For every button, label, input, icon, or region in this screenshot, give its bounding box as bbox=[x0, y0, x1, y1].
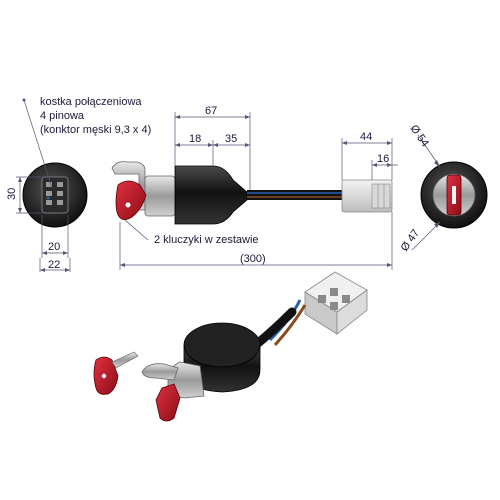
front-mark bbox=[46, 196, 50, 200]
dim-plug-part-label: 16 bbox=[377, 153, 389, 165]
dim-front-height: 30 bbox=[6, 176, 42, 214]
connector-desc-line1: kostka połączeniowa bbox=[40, 96, 142, 108]
iso-bracket bbox=[141, 363, 179, 381]
dim-rear-outer-label: Ø 54 bbox=[408, 123, 432, 149]
dim-plug-length: 44 bbox=[341, 131, 393, 180]
dim-front-width-inner: 20 bbox=[41, 215, 69, 258]
side-view bbox=[111, 161, 393, 225]
dim-rear-inner-label: Ø 47 bbox=[399, 227, 423, 253]
iso-wire-brown bbox=[273, 304, 307, 347]
perspective-view bbox=[93, 271, 368, 422]
front-connector-pins bbox=[46, 182, 63, 205]
connector-desc-line3: (konktor męski 9,3 x 4) bbox=[40, 124, 151, 136]
rear-view bbox=[420, 161, 488, 229]
connector-callout: kostka połączeniowa 4 pinowa (konktor mę… bbox=[22, 96, 151, 189]
dim-front-width-inner-label: 20 bbox=[48, 241, 60, 253]
iso-red-key-inserted bbox=[155, 383, 181, 422]
dim-body-part-a-label: 18 bbox=[189, 133, 201, 145]
front-view bbox=[22, 162, 88, 228]
side-black-body bbox=[174, 165, 248, 225]
iso-plug bbox=[304, 271, 368, 335]
dim-body-length-label: 67 bbox=[205, 105, 217, 117]
dim-body-part-b-label: 35 bbox=[225, 133, 237, 145]
iso-black-body-back bbox=[183, 322, 261, 368]
dim-front-width-outer: 22 bbox=[39, 258, 71, 272]
dim-plug-part: 16 bbox=[371, 153, 398, 180]
dim-front-width-outer-label: 22 bbox=[48, 259, 60, 271]
dim-front-height-label: 30 bbox=[6, 188, 18, 200]
connector-desc-line2: 4 pinowa bbox=[40, 110, 85, 122]
dim-body-length: 67 bbox=[174, 105, 251, 190]
dim-rear-outer: Ø 54 bbox=[408, 123, 441, 168]
keys-callout: 2 kluczyki w zestawie bbox=[124, 219, 259, 246]
side-metal-cylinder bbox=[144, 175, 176, 217]
dim-plug-length-label: 44 bbox=[360, 131, 372, 143]
dim-cable-total-label: (300) bbox=[240, 253, 266, 265]
front-connector-socket bbox=[41, 176, 69, 214]
iso-loose-key-blade bbox=[111, 351, 139, 369]
dim-rear-inner: Ø 47 bbox=[399, 221, 441, 254]
keys-note: 2 kluczyki w zestawie bbox=[154, 234, 259, 246]
dim-body-parts: 18 35 bbox=[175, 133, 250, 166]
side-cable bbox=[247, 190, 342, 200]
side-red-key bbox=[115, 180, 147, 220]
dim-cable-total: (300) bbox=[119, 212, 393, 270]
